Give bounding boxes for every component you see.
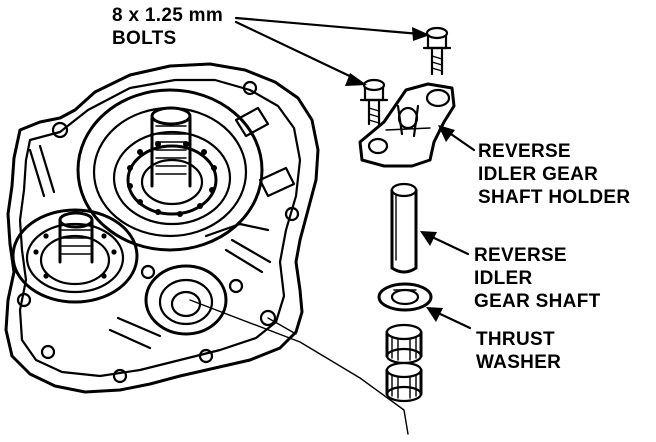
- washer-callout-line-1: THRUST: [476, 329, 555, 350]
- shaft-callout-line-3: GEAR SHAFT: [474, 291, 601, 312]
- needle-bearing-upper: [385, 323, 423, 365]
- transmission-housing: [4, 62, 409, 435]
- bolt-right: [422, 26, 452, 76]
- bolts-callout-line-2: BOLTS: [112, 28, 177, 49]
- idler-gear-shaft: [390, 182, 418, 274]
- shaft-holder: [358, 82, 456, 168]
- shaft-callout: REVERSE IDLER GEAR SHAFT: [474, 244, 601, 313]
- leader-arrows: [234, 16, 476, 330]
- bolts-callout-line-1: 8 x 1.25 mm: [112, 5, 224, 26]
- shaft-callout-line-1: REVERSE: [474, 245, 567, 266]
- holder-callout-line-2: IDLER GEAR: [478, 164, 599, 185]
- holder-callout: REVERSE IDLER GEAR SHAFT HOLDER: [478, 140, 630, 209]
- bolt-left: [359, 78, 389, 126]
- holder-callout-line-3: SHAFT HOLDER: [478, 187, 631, 208]
- thrust-washer: [377, 282, 433, 312]
- washer-callout-line-2: WASHER: [476, 352, 562, 373]
- needle-bearing-lower: [385, 361, 423, 403]
- holder-callout-line-1: REVERSE: [478, 141, 571, 162]
- washer-callout: THRUST WASHER: [476, 328, 561, 374]
- shaft-callout-line-2: IDLER: [474, 268, 533, 289]
- bolts-callout: 8 x 1.25 mm BOLTS: [112, 4, 223, 50]
